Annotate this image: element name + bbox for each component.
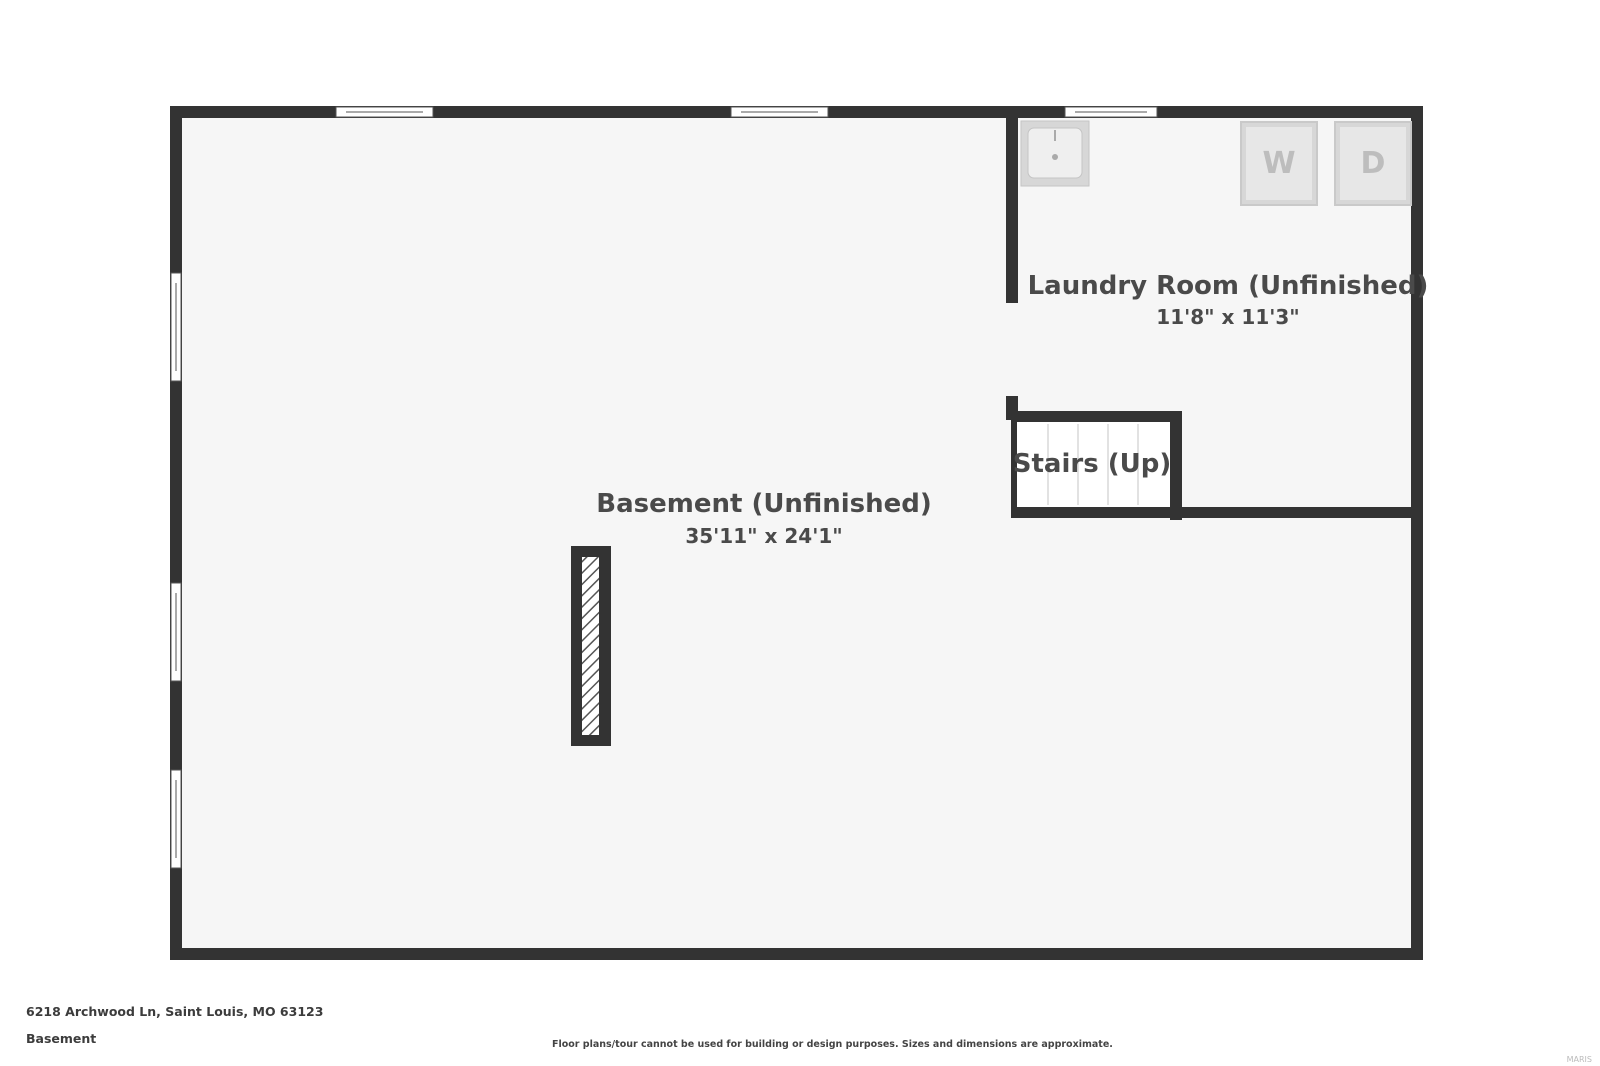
window — [170, 582, 182, 682]
window — [170, 272, 182, 382]
floor-area — [176, 112, 1417, 954]
window — [335, 106, 434, 118]
room-dims-basement: 35'11" x 24'1" — [685, 524, 842, 548]
window — [1064, 106, 1158, 118]
room-label-basement: Basement (Unfinished) — [596, 489, 932, 519]
property-address: 6218 Archwood Ln, Saint Louis, MO 63123 — [26, 1004, 324, 1019]
sink-icon — [1020, 120, 1090, 187]
room-label-laundry: Laundry Room (Unfinished) — [1028, 271, 1429, 301]
stairs-treads — [1017, 422, 1170, 507]
dryer-icon: D — [1334, 121, 1412, 206]
watermark: MARIS — [1566, 1055, 1592, 1064]
floor-label: Basement — [26, 1031, 97, 1046]
interior-walls — [1006, 112, 1417, 520]
svg-text:W: W — [1262, 146, 1295, 181]
disclaimer-text: Floor plans/tour cannot be used for buil… — [552, 1039, 1113, 1050]
room-label-stairs: Stairs (Up) — [1013, 449, 1171, 479]
room-dims-laundry: 11'8" x 11'3" — [1156, 305, 1299, 329]
svg-text:D: D — [1361, 146, 1386, 181]
washer-icon: W — [1240, 121, 1318, 206]
window — [730, 106, 829, 118]
floor-plan: W D Laundry Room (Unfinished) 11'8" x 11… — [170, 106, 1429, 960]
support-column — [571, 546, 611, 746]
window — [170, 769, 182, 869]
